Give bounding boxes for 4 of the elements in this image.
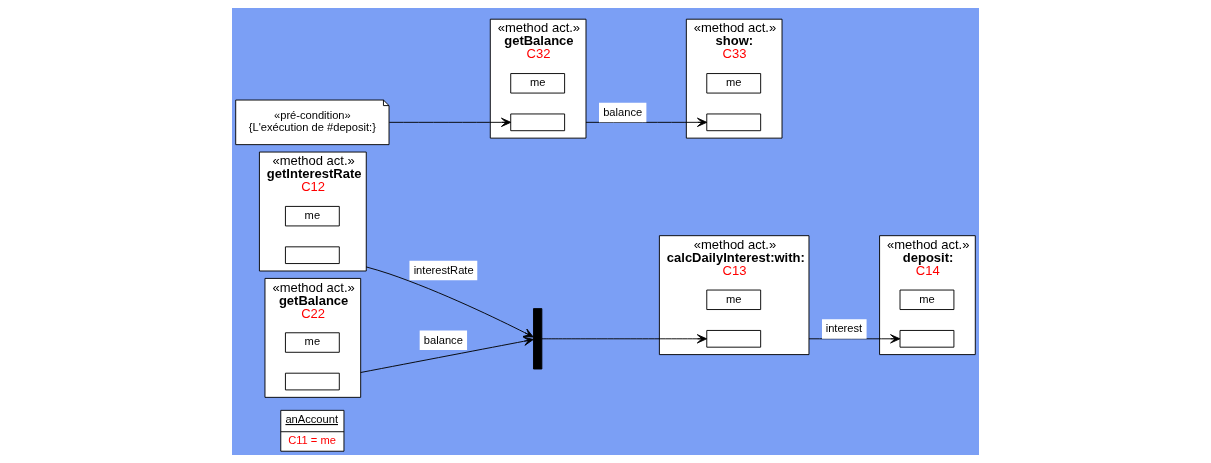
edge-label: balance	[603, 105, 643, 118]
edge-label: interestRate	[413, 263, 474, 276]
edge-label: balance	[423, 333, 463, 346]
edge-label: interest	[825, 322, 863, 335]
